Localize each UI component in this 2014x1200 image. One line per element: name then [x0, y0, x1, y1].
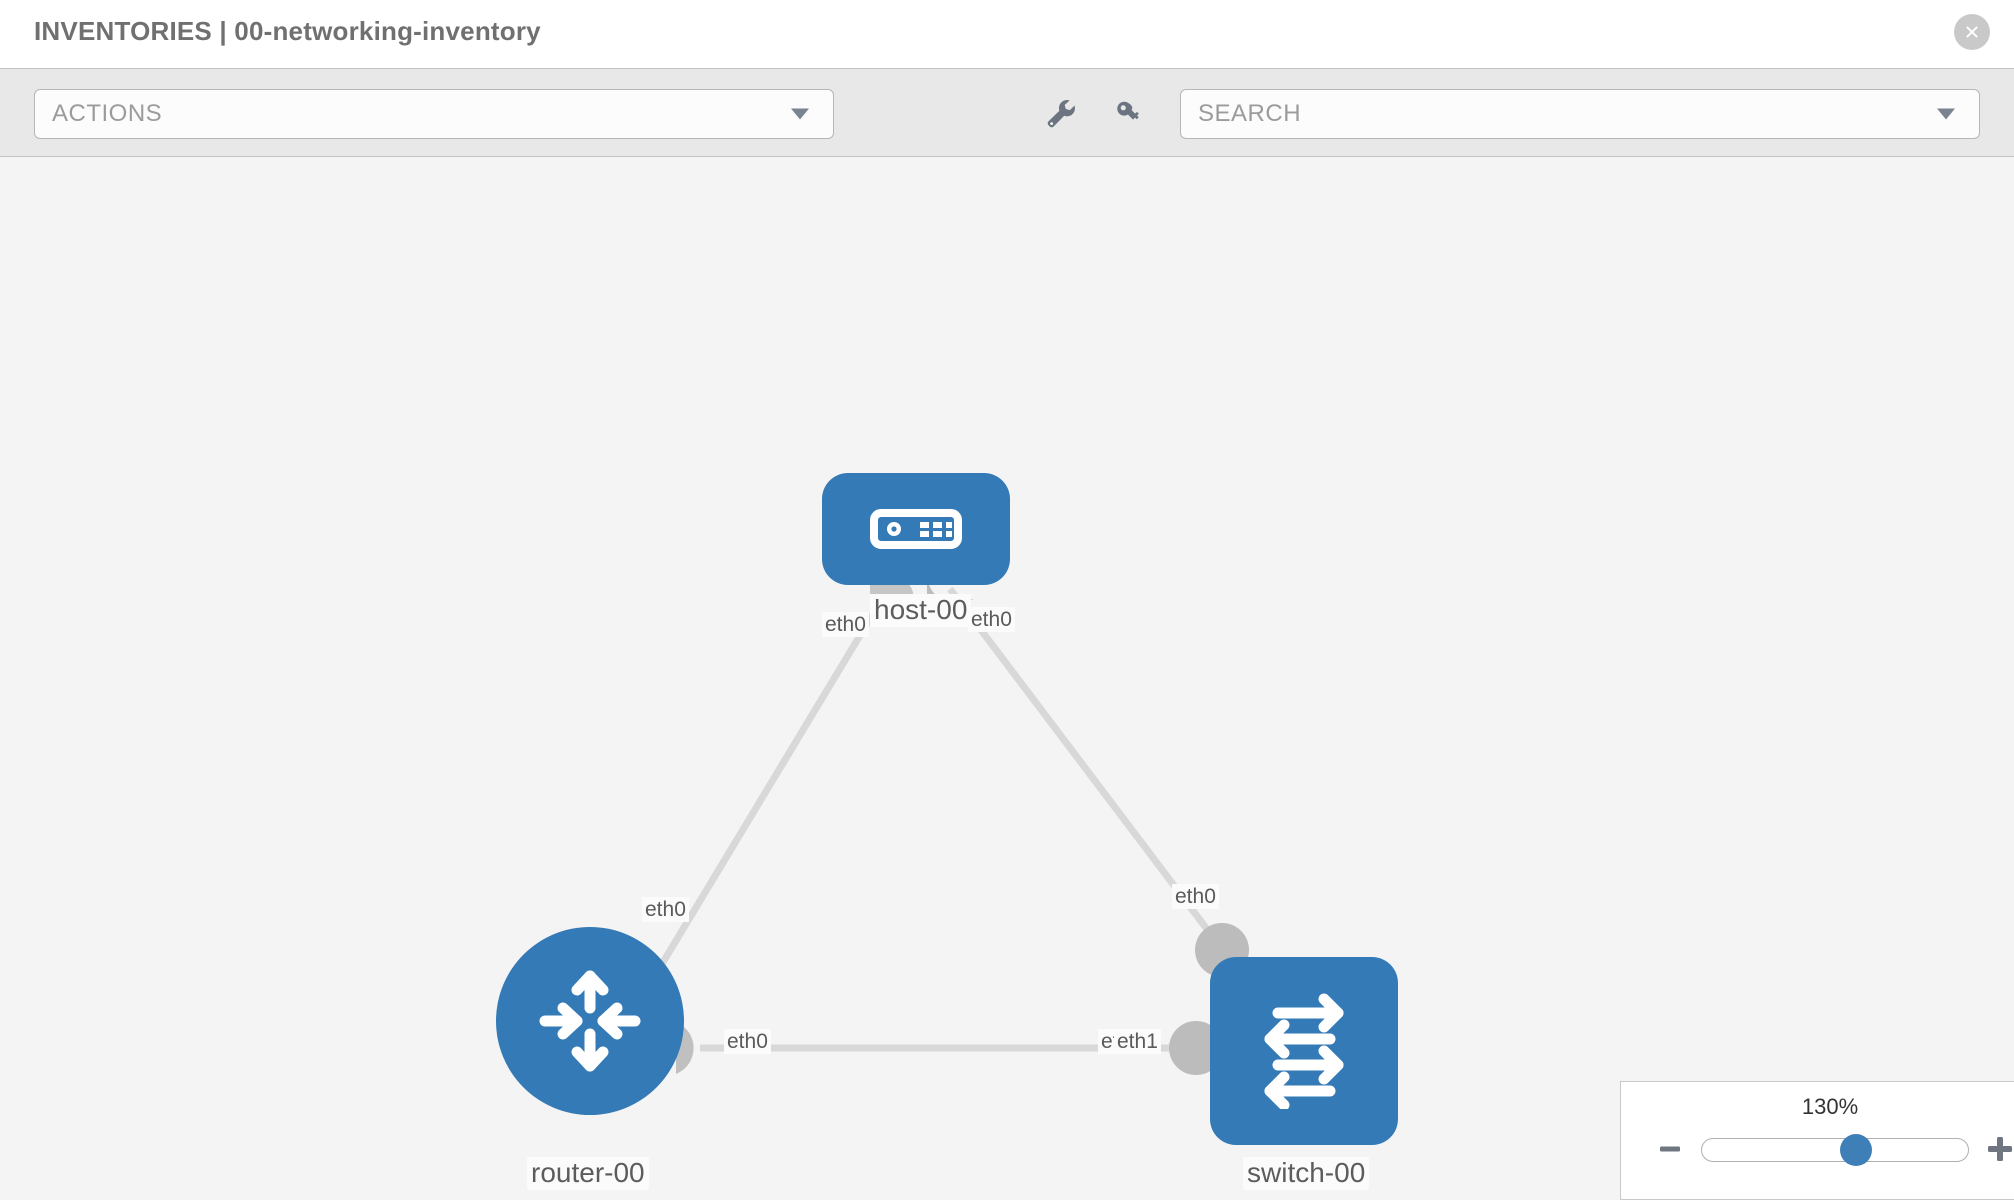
edge-label-host-router-source: eth0	[822, 612, 869, 638]
link-host-router	[627, 587, 891, 1019]
chevron-down-icon	[791, 108, 809, 120]
zoom-out-button[interactable]	[1653, 1132, 1687, 1166]
node-host-00-label[interactable]: host-00	[870, 594, 972, 627]
search-input[interactable]: SEARCH	[1180, 89, 1980, 139]
router-arrows-icon	[539, 970, 641, 1072]
edge-label-host-switch-source: eth0	[968, 607, 1015, 633]
page-header: INVENTORIES | 00-networking-inventory	[0, 0, 2014, 68]
topology-graph	[627, 571, 1249, 1075]
zoom-slider-thumb[interactable]	[1840, 1134, 1873, 1166]
close-icon[interactable]	[1954, 14, 1990, 50]
plus-icon	[1988, 1137, 2012, 1161]
server-icon	[870, 509, 962, 549]
switch-arrows-icon	[1264, 993, 1344, 1109]
node-switch-00-shape[interactable]	[1210, 957, 1398, 1145]
toolbar: ACTIONS SEARCH	[0, 68, 2014, 157]
actions-dropdown[interactable]: ACTIONS	[34, 89, 834, 139]
minus-icon	[1660, 1146, 1680, 1152]
node-router-00-label[interactable]: router-00	[527, 1157, 649, 1190]
edge-label-router-switch-source: eth0	[724, 1029, 771, 1055]
node-switch-00[interactable]	[1210, 957, 1398, 1145]
node-switch-00-label[interactable]: switch-00	[1243, 1157, 1370, 1190]
actions-dropdown-label: ACTIONS	[52, 100, 163, 127]
topology-canvas[interactable]: host-00 eth0 eth0	[0, 157, 2014, 1200]
edge-label-router-switch-target: eth1	[1114, 1029, 1161, 1055]
zoom-slider-track[interactable]	[1701, 1134, 1969, 1166]
node-host-00-shape[interactable]	[822, 473, 1010, 585]
zoom-level-value: 130%	[1801, 1094, 1859, 1119]
node-host-00[interactable]	[822, 473, 1010, 585]
chevron-down-icon[interactable]	[1937, 108, 1955, 120]
key-icon[interactable]	[1108, 93, 1150, 135]
search-placeholder: SEARCH	[1198, 100, 1302, 127]
node-router-00-shape[interactable]	[496, 927, 684, 1115]
node-router-00[interactable]	[496, 927, 684, 1115]
zoom-control-panel: 130%	[1620, 1081, 2014, 1200]
page-title: INVENTORIES | 00-networking-inventory	[34, 16, 541, 46]
wrench-icon[interactable]	[1040, 93, 1082, 135]
connector-switch-left-mid	[1169, 1021, 1223, 1075]
edge-label-host-router-target: eth0	[642, 897, 689, 923]
zoom-in-button[interactable]	[1983, 1132, 2014, 1166]
edge-label-host-switch-target: eth0	[1172, 884, 1219, 910]
